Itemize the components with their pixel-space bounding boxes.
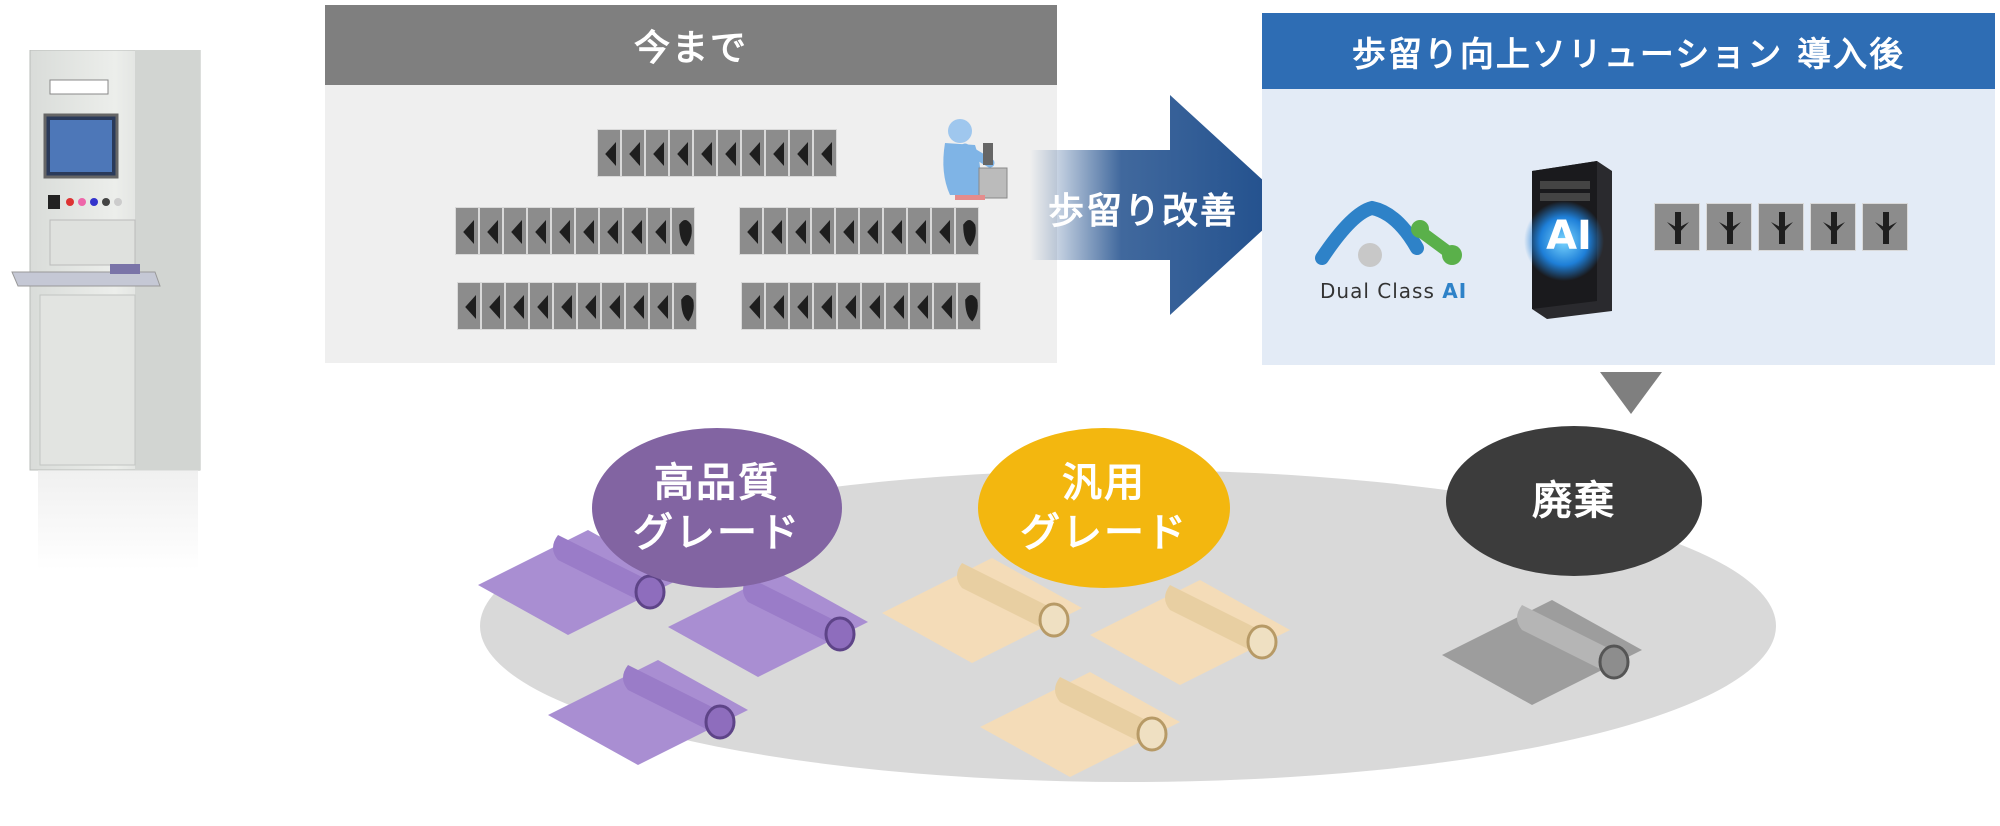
sample-tile: [789, 129, 813, 177]
sample-strip: [455, 207, 695, 255]
sample-tile: [671, 207, 695, 255]
sample-tile: [621, 129, 645, 177]
sample-strip: [739, 207, 979, 255]
inspection-machine-icon: [11, 50, 201, 570]
sample-tile: [479, 207, 503, 255]
dual-class-ai-logo-icon: [1315, 200, 1462, 267]
sample-tile: [645, 129, 669, 177]
film-roll-icon: [668, 572, 868, 677]
sample-tile: [957, 282, 981, 330]
good-sample-tile: [1862, 203, 1908, 251]
sample-tile: [765, 282, 789, 330]
good-sample-strip: [1654, 203, 1914, 251]
sample-strip: [457, 282, 697, 330]
sample-tile: [597, 129, 621, 177]
sample-tile: [741, 282, 765, 330]
sample-tile: [909, 282, 933, 330]
sample-tile: [601, 282, 625, 330]
sample-tile: [693, 129, 717, 177]
sample-tile: [527, 207, 551, 255]
sample-strip-top: [597, 129, 837, 177]
sample-tile: [577, 282, 601, 330]
general-line1: 汎用: [1062, 460, 1146, 506]
sample-tile: [457, 282, 481, 330]
sample-tile: [553, 282, 577, 330]
high-quality-line1: 高品質: [654, 460, 780, 506]
sample-tile: [813, 282, 837, 330]
server-ai-badge: AI: [1546, 213, 1592, 259]
sample-tile: [765, 129, 789, 177]
sample-tile: [481, 282, 505, 330]
after-panel: 歩留り向上ソリューション 導入後 Dual Class AI AI: [1262, 13, 1995, 365]
sample-tile: [739, 207, 763, 255]
sample-tile: [835, 207, 859, 255]
sample-tile: [763, 207, 787, 255]
good-sample-tile: [1706, 203, 1752, 251]
sample-tile: [503, 207, 527, 255]
sample-tile: [789, 282, 813, 330]
sample-tile: [883, 207, 907, 255]
good-sample-tile: [1810, 203, 1856, 251]
microscope-scientist-icon: [943, 119, 1008, 200]
down-arrow-icon: [1600, 372, 1662, 414]
sample-tile: [717, 129, 741, 177]
logo-text-main: Dual Class: [1320, 279, 1443, 303]
logo-text: Dual Class AI: [1312, 279, 1482, 303]
waste-bubble: 廃棄: [1446, 426, 1702, 576]
sample-tile: [649, 282, 673, 330]
sample-tile: [837, 282, 861, 330]
high-quality-line2: グレード: [633, 510, 801, 556]
arrow-label: 歩留り改善: [1048, 191, 1239, 232]
sample-tile: [669, 129, 693, 177]
dual-class-ai-logo: Dual Class AI: [1312, 193, 1482, 303]
good-sample-tile: [1758, 203, 1804, 251]
general-grade-bubble: 汎用グレード: [978, 428, 1230, 588]
ai-server-icon: [1524, 161, 1612, 319]
general-line2: グレード: [1020, 510, 1188, 556]
sample-tile: [529, 282, 553, 330]
sample-tile: [625, 282, 649, 330]
sample-strip: [741, 282, 981, 330]
sample-tile: [955, 207, 979, 255]
after-header: 歩留り向上ソリューション 導入後: [1262, 13, 1995, 89]
sample-tile: [861, 282, 885, 330]
film-roll-icon: [1090, 580, 1290, 685]
sample-tile: [741, 129, 765, 177]
waste-label: 廃棄: [1532, 478, 1616, 524]
sample-tile: [813, 129, 837, 177]
sample-tile: [931, 207, 955, 255]
sample-tile: [647, 207, 671, 255]
improvement-arrow: [1030, 95, 1290, 315]
sample-tile: [673, 282, 697, 330]
film-roll-icon: [548, 660, 748, 765]
sample-tile: [787, 207, 811, 255]
good-sample-tile: [1654, 203, 1700, 251]
sample-tile: [623, 207, 647, 255]
sample-tile: [859, 207, 883, 255]
film-roll-icon: [980, 672, 1180, 777]
sample-tile: [575, 207, 599, 255]
sample-tile: [455, 207, 479, 255]
before-panel: 今まで: [325, 5, 1057, 363]
sample-tile: [907, 207, 931, 255]
sample-tile: [811, 207, 835, 255]
high-quality-grade-bubble: 高品質グレード: [592, 428, 842, 588]
film-roll-icon: [882, 558, 1082, 663]
sample-tile: [885, 282, 909, 330]
sample-tile: [933, 282, 957, 330]
before-header: 今まで: [325, 5, 1057, 85]
film-roll-icon: [1442, 600, 1642, 705]
sample-tile: [599, 207, 623, 255]
sample-tile: [551, 207, 575, 255]
sample-tile: [505, 282, 529, 330]
logo-text-accent: AI: [1442, 279, 1468, 303]
